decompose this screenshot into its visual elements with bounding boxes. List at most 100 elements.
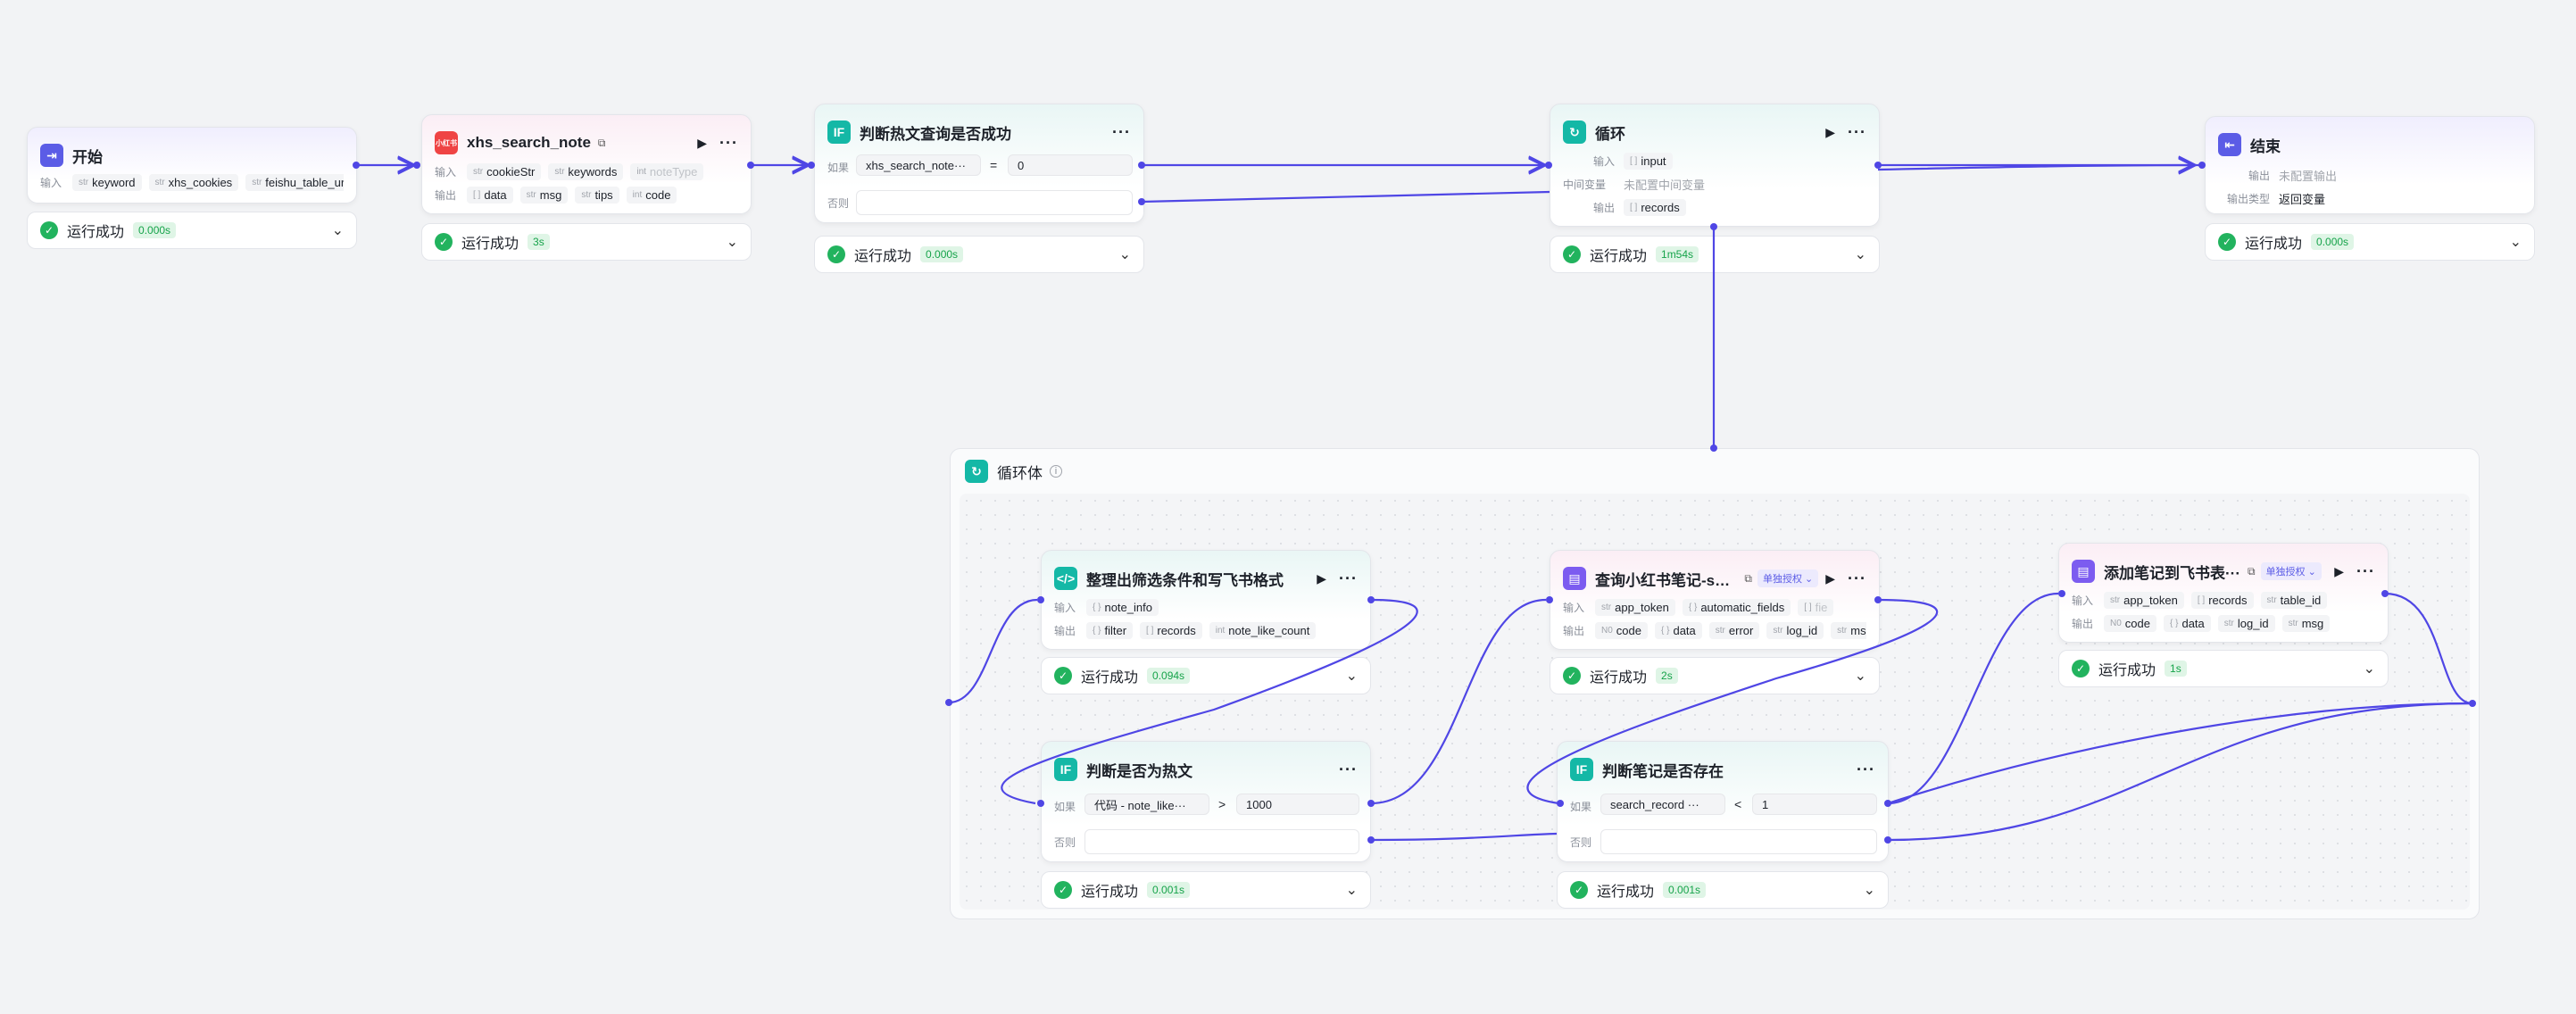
var-tag: [ ]fie	[1798, 599, 1834, 616]
node-loop[interactable]: ↻ 循环 ▶ ··· 输入 [ ]input 中间变量 未配置中间变量 输出 […	[1550, 104, 1880, 227]
status-bar-code[interactable]: ✓ 运行成功 0.094s ⌄	[1041, 657, 1371, 694]
condition-operator[interactable]: =	[990, 158, 998, 172]
if-icon: IF	[1570, 758, 1593, 781]
node-title: 结束	[2250, 137, 2281, 155]
var-tag: [ ]records	[1140, 622, 1202, 639]
duration-badge: 0.001s	[1663, 882, 1707, 898]
condition-operator[interactable]: >	[1218, 797, 1226, 811]
chevron-down-icon[interactable]: ⌄	[1345, 669, 1358, 684]
copy-icon[interactable]: ⧉	[1744, 571, 1752, 585]
node-title: 判断笔记是否存在	[1602, 762, 1724, 780]
status-bar-add[interactable]: ✓ 运行成功 1s ⌄	[2058, 650, 2389, 687]
condition-right[interactable]: 1000	[1236, 794, 1359, 815]
more-icon[interactable]: ···	[1112, 123, 1131, 141]
var-tag: [ ]data	[467, 187, 513, 204]
duration-badge: 1m54s	[1656, 246, 1699, 262]
chevron-down-icon[interactable]: ⌄	[2363, 661, 2375, 677]
check-icon: ✓	[2218, 233, 2236, 251]
status-bar-judge-hot[interactable]: ✓ 运行成功 0.001s ⌄	[1041, 871, 1371, 909]
status-bar-loop[interactable]: ✓ 运行成功 1m54s ⌄	[1550, 236, 1880, 273]
chevron-down-icon[interactable]: ⌄	[1863, 883, 1875, 898]
node-judge-hot[interactable]: IF 判断是否为热文 ··· 如果 代码 - note_like··· > 10…	[1041, 741, 1371, 862]
play-icon[interactable]: ▶	[1825, 570, 1836, 586]
play-icon[interactable]: ▶	[1317, 570, 1327, 586]
condition-right[interactable]: 0	[1008, 154, 1133, 176]
var-tag: { }data	[1655, 622, 1702, 639]
var-tag: { }automatic_fields	[1682, 599, 1791, 616]
play-icon[interactable]: ▶	[2334, 563, 2345, 578]
status-bar-judge-hot-query[interactable]: ✓ 运行成功 0.000s ⌄	[814, 236, 1144, 273]
auth-badge[interactable]: 单独授权 ⌄	[1757, 569, 1819, 587]
else-branch[interactable]	[1084, 829, 1359, 854]
play-icon[interactable]: ▶	[1825, 124, 1836, 139]
more-icon[interactable]: ···	[1848, 123, 1866, 141]
duration-badge: 0.000s	[920, 246, 964, 262]
check-icon: ✓	[1563, 667, 1581, 685]
condition-right[interactable]: 1	[1752, 794, 1877, 815]
else-branch[interactable]	[1600, 829, 1877, 854]
more-icon[interactable]: ···	[719, 134, 738, 152]
check-icon: ✓	[1563, 245, 1581, 263]
else-branch[interactable]	[856, 190, 1133, 215]
copy-icon[interactable]: ⧉	[597, 136, 606, 149]
info-icon[interactable]: i	[1050, 465, 1062, 478]
node-title: 开始	[72, 148, 103, 166]
node-code[interactable]: </> 整理出筛选条件和写飞书格式 ▶ ··· 输入 { }note_info …	[1041, 550, 1371, 650]
condition-left[interactable]: search_record ···	[1600, 794, 1725, 815]
var-tag: [ ]input	[1624, 153, 1673, 170]
more-icon[interactable]: ···	[1857, 760, 1875, 778]
node-judge-hot-query[interactable]: IF 判断热文查询是否成功 ··· 如果 xhs_search_note··· …	[814, 104, 1144, 223]
if-icon: IF	[1054, 758, 1077, 781]
start-icon: ⇥	[40, 144, 63, 167]
chevron-down-icon[interactable]: ⌄	[331, 223, 344, 238]
status-bar-query[interactable]: ✓ 运行成功 2s ⌄	[1550, 657, 1880, 694]
condition-left[interactable]: xhs_search_note···	[856, 154, 981, 176]
loop-icon: ↻	[965, 460, 988, 483]
condition-left[interactable]: 代码 - note_like···	[1084, 794, 1209, 815]
check-icon: ✓	[40, 221, 58, 239]
status-bar-judge-exists[interactable]: ✓ 运行成功 0.001s ⌄	[1557, 871, 1889, 909]
node-end[interactable]: ⇤ 结束 输出 未配置输出 输出类型 返回变量	[2205, 116, 2535, 214]
more-icon[interactable]: ···	[2356, 562, 2375, 580]
chevron-down-icon[interactable]: ⌄	[726, 235, 738, 250]
var-tag: [ ]records	[1624, 199, 1686, 216]
loop-icon: ↻	[1563, 121, 1586, 144]
chevron-down-icon[interactable]: ⌄	[2509, 235, 2522, 250]
chevron-down-icon[interactable]: ⌄	[1854, 247, 1866, 262]
status-bar-xhs[interactable]: ✓ 运行成功 3s ⌄	[421, 223, 752, 261]
status-bar-start[interactable]: ✓ 运行成功 0.000s ⌄	[27, 212, 357, 249]
check-icon: ✓	[827, 245, 845, 263]
more-icon[interactable]: ···	[1848, 569, 1866, 587]
condition-operator[interactable]: <	[1734, 797, 1742, 811]
var-tag: { }data	[2164, 615, 2211, 632]
more-icon[interactable]: ···	[1339, 760, 1358, 778]
play-icon[interactable]: ▶	[697, 135, 708, 150]
check-icon: ✓	[2072, 660, 2090, 677]
chevron-down-icon[interactable]: ⌄	[1345, 883, 1358, 898]
node-judge-exists[interactable]: IF 判断笔记是否存在 ··· 如果 search_record ··· < 1…	[1557, 741, 1889, 862]
check-icon: ✓	[1570, 881, 1588, 899]
more-icon[interactable]: ···	[1339, 569, 1358, 587]
chevron-down-icon[interactable]: ⌄	[1118, 247, 1131, 262]
copy-icon[interactable]: ⧉	[2247, 564, 2256, 578]
chevron-down-icon[interactable]: ⌄	[1854, 669, 1866, 684]
status-bar-end[interactable]: ✓ 运行成功 0.000s ⌄	[2205, 223, 2535, 261]
auth-badge[interactable]: 单独授权 ⌄	[2260, 562, 2322, 580]
var-tag: { }note_info	[1086, 599, 1159, 616]
